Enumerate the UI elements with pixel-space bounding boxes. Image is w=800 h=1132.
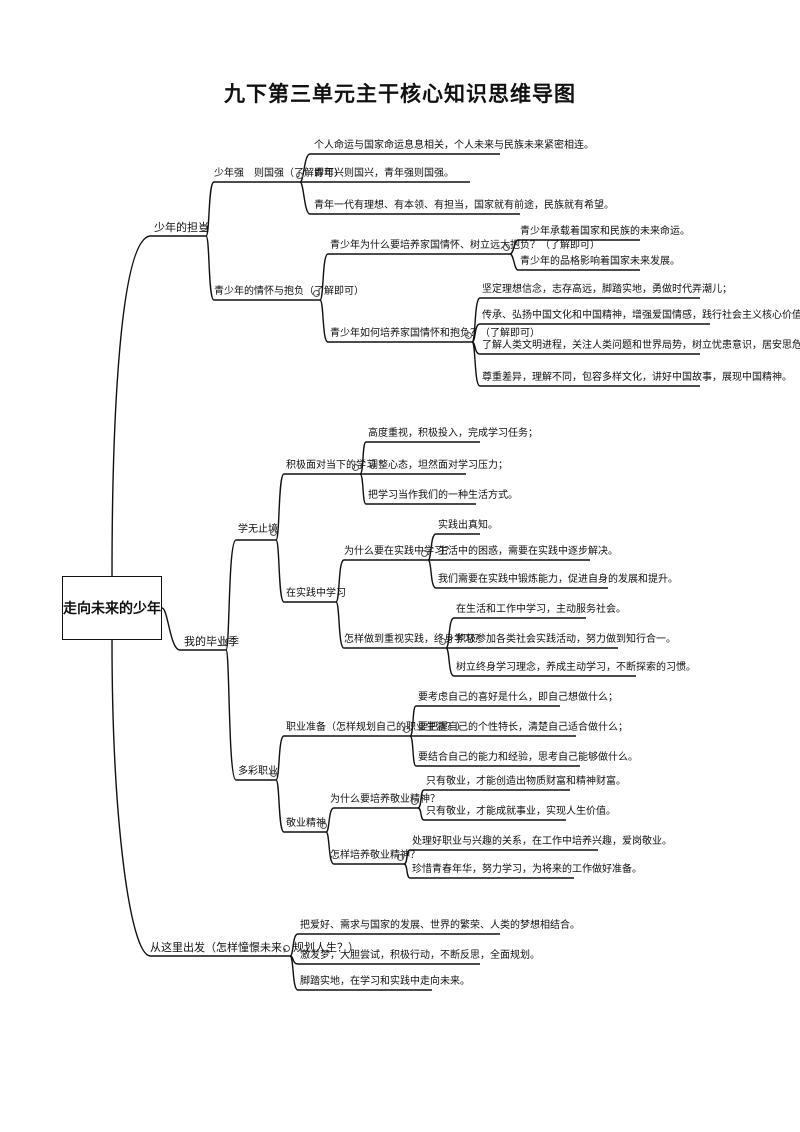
leaf[interactable]: 了解人类文明进程，关注人类问题和世界局势，树立忧患意识，居安思危； xyxy=(482,340,800,351)
node-face-learning[interactable]: 积极面对当下的学习 xyxy=(286,460,376,471)
leaf[interactable]: 调整心态，坦然面对学习压力； xyxy=(368,460,508,471)
leaf[interactable]: 生活中的困惑，需要在实践中逐步解决。 xyxy=(438,546,618,557)
leaf[interactable]: 积极参加各类社会实践活动，努力做到知行合一。 xyxy=(456,634,676,645)
leaf[interactable]: 高度重视，积极投入，完成学习任务； xyxy=(368,428,538,439)
collapse-toggle-icon[interactable] xyxy=(296,172,303,179)
branch-graduation[interactable]: 我的毕业季 xyxy=(184,635,239,648)
node-colorful-careers[interactable]: 多彩职业 xyxy=(238,766,278,777)
leaf[interactable]: 青年一代有理想、有本领、有担当，国家就有前途，民族就有希望。 xyxy=(314,200,614,211)
branch-youth-responsibility[interactable]: 少年的担当 xyxy=(154,221,209,234)
leaf[interactable]: 在生活和工作中学习，主动服务社会。 xyxy=(456,604,626,615)
node-why-practice[interactable]: 为什么要在实践中学习？ xyxy=(344,546,454,557)
collapse-toggle-icon[interactable] xyxy=(313,290,320,297)
root-node[interactable]: 走向未来的少年 xyxy=(62,576,162,640)
node-practice-learning[interactable]: 在实践中学习 xyxy=(286,588,346,599)
collapse-toggle-icon[interactable] xyxy=(220,639,227,646)
collapse-toggle-icon[interactable] xyxy=(200,224,207,231)
leaf[interactable]: 树立终身学习理念，养成主动学习，不断探索的习惯。 xyxy=(456,662,696,673)
leaf[interactable]: 珍惜青春年华，努力学习，为将来的工作做好准备。 xyxy=(412,864,642,875)
node-why-dedication[interactable]: 为什么要培养敬业精神？ xyxy=(330,794,440,805)
collapse-toggle-icon[interactable] xyxy=(411,798,418,805)
leaf[interactable]: 只有敬业，才能成就事业，实现人生价值。 xyxy=(426,806,616,817)
branch-start-here[interactable]: 从这里出发（怎样憧憬未来，规划人生？） xyxy=(150,941,359,954)
leaf[interactable]: 坚定理想信念，志存高远，脚踏实地，勇做时代弄潮儿； xyxy=(482,284,732,295)
collapse-toggle-icon[interactable] xyxy=(465,332,472,339)
leaf[interactable]: 个人命运与国家命运息息相关，个人未来与民族未来紧密相连。 xyxy=(314,140,594,151)
leaf[interactable]: 激发梦，大胆尝试，积极行动，不断反思，全面规划。 xyxy=(300,950,540,961)
collapse-toggle-icon[interactable] xyxy=(270,770,277,777)
leaf[interactable]: 要把握自己的个性特长，清楚自己适合做什么； xyxy=(418,722,628,733)
node-how-dedication[interactable]: 怎样培养敬业精神？ xyxy=(330,850,420,861)
collapse-toggle-icon[interactable] xyxy=(283,945,290,952)
collapse-toggle-icon[interactable] xyxy=(439,638,446,645)
collapse-toggle-icon[interactable] xyxy=(403,726,410,733)
leaf[interactable]: 处理好职业与兴趣的关系，在工作中培养兴趣，爱岗敬业。 xyxy=(412,836,672,847)
leaf[interactable]: 只有敬业，才能创造出物质财富和精神财富。 xyxy=(426,776,626,787)
leaf[interactable]: 尊重差异，理解不同，包容多样文化，讲好中国故事，展现中国精神。 xyxy=(482,372,792,383)
leaf[interactable]: 青年兴则国兴，青年强则国强。 xyxy=(314,168,454,179)
leaf[interactable]: 把学习当作我们的一种生活方式。 xyxy=(368,490,518,501)
page-title: 九下第三单元主干核心知识思维导图 xyxy=(224,82,576,106)
node-dedication[interactable]: 敬业精神 xyxy=(286,818,326,829)
leaf[interactable]: 我们需要在实践中锻炼能力，促进自身的发展和提升。 xyxy=(438,574,678,585)
node-youth-strong[interactable]: 少年强 则国强（了解即可） xyxy=(214,168,344,179)
collapse-toggle-icon[interactable] xyxy=(270,529,277,536)
node-endless-learning[interactable]: 学无止境 xyxy=(238,524,278,535)
leaf[interactable]: 脚踏实地，在学习和实践中走向未来。 xyxy=(300,976,470,987)
leaf[interactable]: 要考虑自己的喜好是什么，即自己想做什么； xyxy=(418,692,618,703)
node-youth-ambition[interactable]: 青少年的情怀与抱负（了解即可） xyxy=(214,286,364,297)
leaf[interactable]: 青少年承载着国家和民族的未来命运。 xyxy=(520,226,690,237)
collapse-toggle-icon[interactable] xyxy=(320,822,327,829)
collapse-toggle-icon[interactable] xyxy=(352,464,359,471)
collapse-toggle-icon[interactable] xyxy=(397,854,404,861)
collapse-toggle-icon[interactable] xyxy=(503,244,510,251)
leaf[interactable]: 青少年的品格影响着国家未来发展。 xyxy=(520,256,680,267)
node-career-prep[interactable]: 职业准备（怎样规划自己的职业生涯？） xyxy=(286,722,466,733)
leaf[interactable]: 实践出真知。 xyxy=(438,520,498,531)
leaf[interactable]: 要结合自己的能力和经验，思考自己能够做什么。 xyxy=(418,752,638,763)
leaf[interactable]: 传承、弘扬中国文化和中国精神，增强爱国情感，践行社会主义核心价值观； xyxy=(482,310,800,321)
node-how-practice[interactable]: 怎样做到重视实践，终身学习？ xyxy=(344,634,484,645)
node-how-cultivate[interactable]: 青少年如何培养家国情怀和抱负？（了解即可） xyxy=(330,328,540,339)
collapse-toggle-icon[interactable] xyxy=(421,550,428,557)
node-why-cultivate[interactable]: 青少年为什么要培养家国情怀、树立远大抱负？（了解即可） xyxy=(330,240,600,251)
leaf[interactable]: 把爱好、需求与国家的发展、世界的繁荣、人类的梦想相结合。 xyxy=(300,920,580,931)
